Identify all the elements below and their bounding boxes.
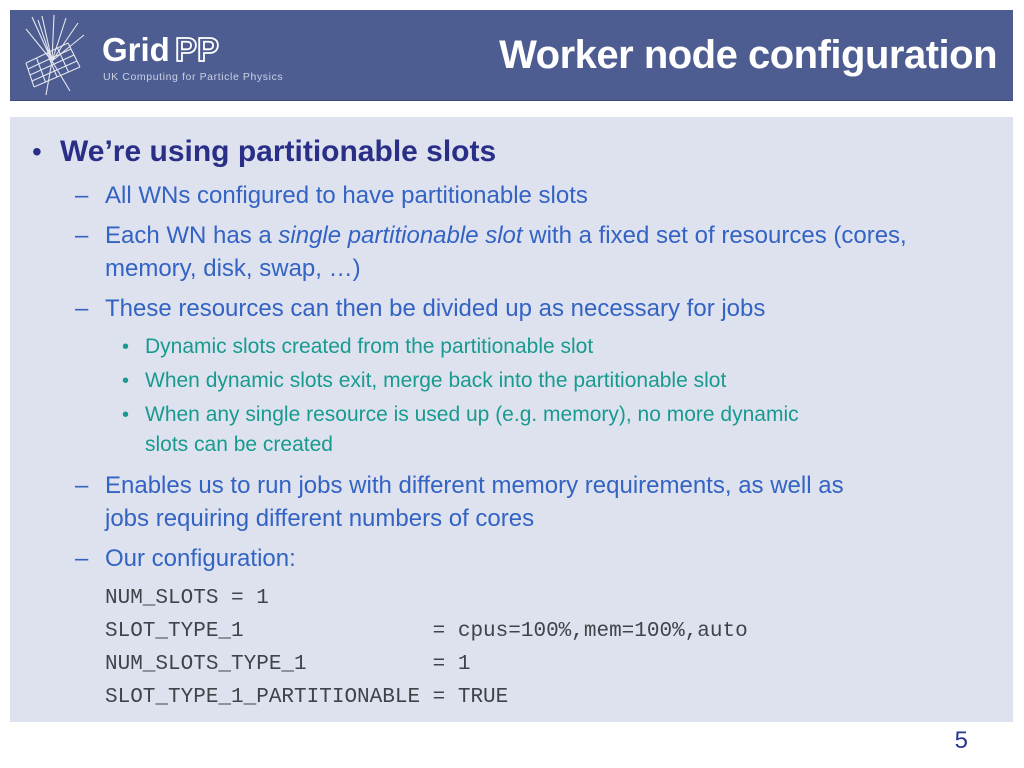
grid-wireframe-icon bbox=[25, 14, 85, 96]
bullet-level3: • When any single resource is used up (e… bbox=[10, 400, 1013, 460]
bullet-level3-text: When dynamic slots exit, merge back into… bbox=[145, 369, 727, 392]
code-line: NUM_SLOTS_TYPE_1 = 1 bbox=[105, 653, 471, 676]
bullet-dot-icon: • bbox=[122, 404, 130, 426]
text-run: with a fixed set of resources (cores, me… bbox=[105, 222, 907, 282]
bullet-level2: – All WNs configured to have partitionab… bbox=[10, 179, 1013, 212]
bullet-level2: – Our configuration: bbox=[10, 542, 1013, 575]
bullet-level3-text: When any single resource is used up (e.g… bbox=[145, 403, 799, 456]
bullet-level2: – Each WN has a single partitionable slo… bbox=[10, 219, 1013, 285]
bullet-level1-text: We’re using partitionable slots bbox=[60, 135, 497, 168]
italic-text-run: single partitionable slot bbox=[278, 222, 523, 249]
logo-brand-bold: Grid bbox=[102, 31, 170, 68]
bullet-level2: – Enables us to run jobs with different … bbox=[10, 469, 1013, 535]
header-band: Grid PP UK Computing for Particle Physic… bbox=[10, 10, 1013, 100]
dash-icon: – bbox=[75, 295, 89, 322]
bullet-level2: – These resources can then be divided up… bbox=[10, 292, 1013, 325]
bullet-level2-text: These resources can then be divided up a… bbox=[105, 295, 766, 322]
dash-icon: – bbox=[75, 545, 89, 572]
slide-title: Worker node configuration bbox=[499, 32, 997, 77]
bullet-level3: • When dynamic slots exit, merge back in… bbox=[10, 366, 1013, 396]
config-code-block: NUM_SLOTS = 1 SLOT_TYPE_1 = cpus=100%,me… bbox=[105, 582, 1013, 714]
logo-brand-outline: PP bbox=[175, 31, 219, 68]
page-number: 5 bbox=[954, 727, 968, 754]
bullet-level2-text: Our configuration: bbox=[105, 545, 296, 572]
text-run: Each WN has a bbox=[105, 222, 279, 249]
bullet-level2-text: All WNs configured to have partitionable… bbox=[105, 182, 588, 209]
content-panel: • We’re using partitionable slots – All … bbox=[10, 117, 1013, 722]
bullet-level3-text: Dynamic slots created from the partition… bbox=[145, 335, 594, 358]
dash-icon: – bbox=[75, 182, 89, 209]
bullet-dot-icon: • bbox=[122, 336, 130, 358]
bullet-dot-icon: • bbox=[32, 136, 42, 167]
code-line: SLOT_TYPE_1_PARTITIONABLE = TRUE bbox=[105, 686, 509, 709]
bullet-level1: • We’re using partitionable slots bbox=[10, 133, 1013, 171]
logo-tagline: UK Computing for Particle Physics bbox=[103, 71, 283, 83]
bullet-level2-text: Each WN has a single partitionable slot … bbox=[105, 219, 925, 285]
bullet-dot-icon: • bbox=[122, 370, 130, 392]
gridpp-logo: Grid PP UK Computing for Particle Physic… bbox=[25, 14, 283, 96]
bullet-level3: • Dynamic slots created from the partiti… bbox=[10, 332, 1013, 362]
bullet-level2-text: Enables us to run jobs with different me… bbox=[105, 472, 844, 532]
code-line: NUM_SLOTS = 1 bbox=[105, 587, 269, 610]
code-line: SLOT_TYPE_1 = cpus=100%,mem=100%,auto bbox=[105, 620, 748, 643]
dash-icon: – bbox=[75, 472, 89, 499]
dash-icon: – bbox=[75, 222, 89, 249]
